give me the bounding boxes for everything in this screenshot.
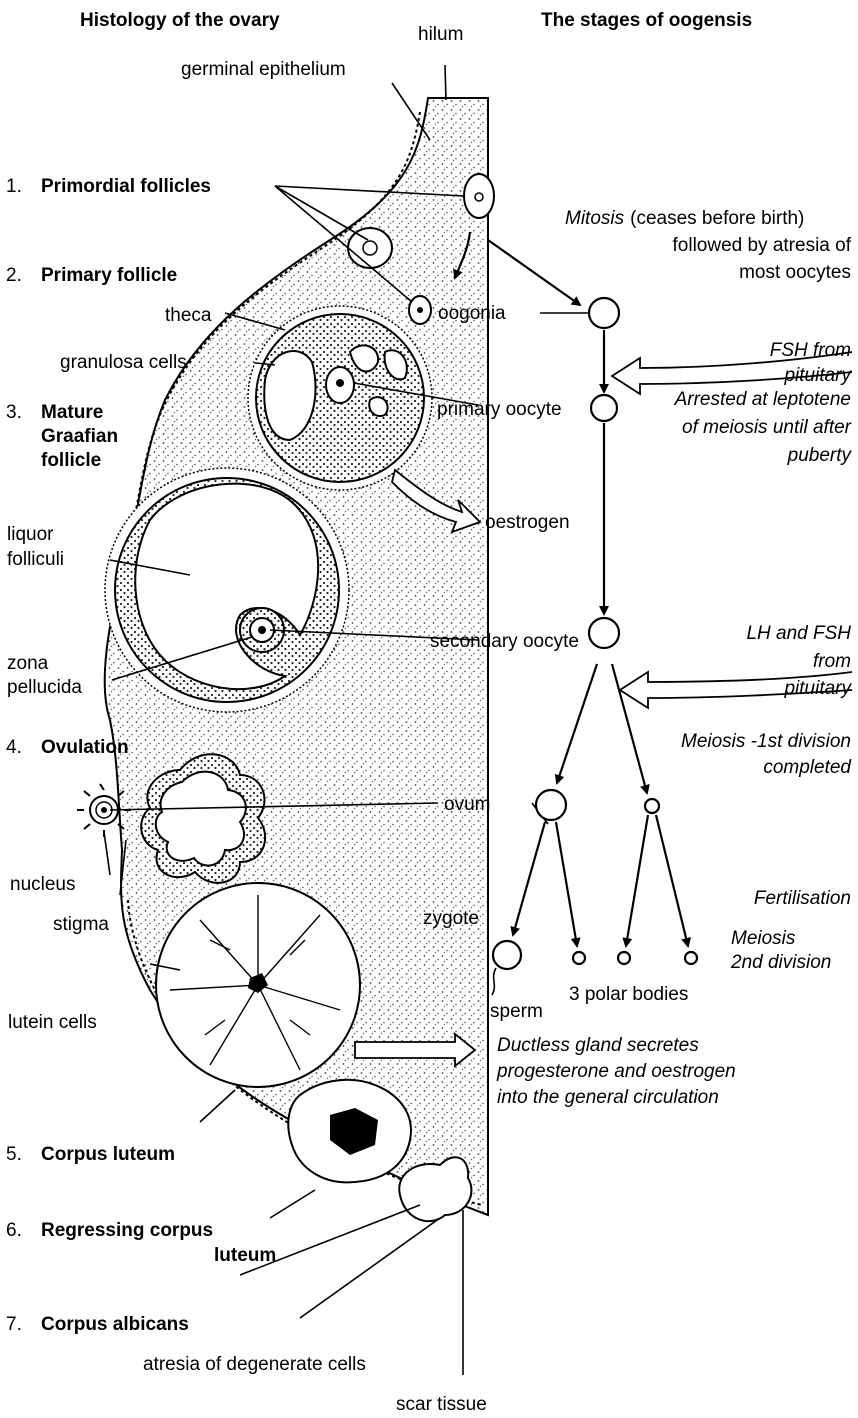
ovulation-follicle [77, 754, 265, 883]
arrested-label-3: puberty [787, 445, 853, 466]
mitosis-label-1: Mitosis(ceases before birth) [565, 208, 804, 229]
sperm-tail [492, 968, 496, 995]
corpus-albicans-label: Corpus albicans [41, 1314, 189, 1335]
fsh-label-1: FSH from [770, 340, 851, 361]
polar-body-1 [573, 952, 585, 964]
lh-fsh-label-3: pituitary [783, 678, 852, 699]
oestrogen-label: oestrogen [485, 512, 570, 533]
ductless-label-1: Ductless gland secretes [497, 1035, 699, 1056]
arrow-ovum-to-polar1 [556, 822, 577, 946]
meiosis1-label-1: Meiosis -1st division [681, 731, 851, 752]
primary-oocyte-nucleus [336, 379, 344, 387]
regressing-corpus-luteum [288, 1080, 411, 1183]
meiosis2-label-2: 2nd division [730, 952, 831, 973]
number-4: 4. [6, 737, 22, 758]
ovum-label: ovum [444, 794, 490, 815]
left-heading: Histology of the ovary [80, 10, 280, 31]
mitosis-label-2: followed by atresia of [673, 235, 852, 256]
hilum-label: hilum [418, 24, 463, 45]
lh-fsh-label-1: LH and FSH [746, 623, 851, 644]
oogonia-cell [589, 298, 619, 328]
ductless-label-3: into the general circulation [497, 1087, 719, 1108]
oogonia-label: oogonia [438, 303, 506, 324]
primary-follicle [248, 306, 432, 490]
liquor-label-1: liquor [7, 524, 54, 545]
arrested-label-2: of meiosis until after [682, 417, 852, 438]
primary-oocyte-label: primary oocyte [437, 399, 562, 420]
ovulation-label: Ovulation [41, 737, 129, 758]
arrow-polar-to-polar3 [656, 815, 688, 946]
lutein-cells-label: lutein cells [8, 1012, 97, 1033]
sperm-label: sperm [490, 1001, 543, 1022]
corpus-luteum [156, 883, 360, 1087]
number-2: 2. [6, 265, 22, 286]
ovum-stage-cell [536, 790, 566, 820]
arrow-ovum-to-zygote [513, 822, 545, 935]
corpus-luteum-label: Corpus luteum [41, 1144, 175, 1165]
zona-label-2: pellucida [7, 677, 82, 698]
arrow-mitosis [488, 240, 580, 305]
polar-bodies-label: 3 polar bodies [569, 984, 688, 1005]
number-3: 3. [6, 402, 22, 423]
nucleus-label: nucleus [10, 874, 76, 895]
polar-body-2 [618, 952, 630, 964]
lh-fsh-label-2: from [813, 651, 851, 672]
number-5: 5. [6, 1144, 22, 1165]
primordial-follicle-mid-nucleus [363, 241, 377, 255]
polar-body-3 [685, 952, 697, 964]
meiosis2-label-1: Meiosis [731, 928, 796, 949]
granulosa-label: granulosa cells [60, 352, 187, 373]
fsh-label-2: pituitary [783, 365, 852, 386]
regressing-label-2: luteum [214, 1245, 276, 1266]
regressing-label-1: Regressing corpus [41, 1220, 213, 1241]
mature-label-2: Graafian [41, 426, 118, 447]
mitosis-word: Mitosis [565, 208, 625, 229]
theca-label: theca [165, 305, 212, 326]
primordial-follicle-oogonia-nucleus [417, 307, 423, 313]
primordial-follicles-label: Primordial follicles [41, 176, 211, 197]
arrow-polar-to-polar2 [626, 815, 648, 946]
zygote-cell [493, 941, 521, 969]
first-polar-body [645, 799, 659, 813]
arrow-secondary-to-ovum [557, 664, 597, 783]
right-heading: The stages of oogensis [541, 10, 752, 31]
atresia-label: atresia of degenerate cells [143, 1354, 366, 1375]
number-1: 1. [6, 176, 22, 197]
germinal-epithelium-label: germinal epithelium [181, 59, 346, 80]
meiosis1-label-2: completed [763, 757, 852, 778]
graafian-follicle [105, 468, 349, 712]
released-ovum-nucleus [101, 807, 107, 813]
mature-label-3: follicle [41, 450, 101, 471]
primary-oocyte-stage-cell [591, 395, 617, 421]
primary-follicle-antrum-4 [369, 397, 387, 416]
number-7: 7. [6, 1314, 22, 1335]
number-6: 6. [6, 1220, 22, 1241]
zona-label-1: zona [7, 653, 49, 674]
ductless-label-2: progesterone and oestrogen [496, 1061, 736, 1082]
arrested-label-1: Arrested at leptotene [674, 389, 851, 410]
scar-tissue-label: scar tissue [396, 1394, 487, 1415]
stigma-label: stigma [53, 914, 109, 935]
zygote-label: zygote [423, 908, 479, 929]
mitosis-note: (ceases before birth) [630, 208, 804, 229]
secondary-oocyte-label: secondary oocyte [430, 631, 579, 652]
liquor-label-2: folliculi [7, 549, 64, 570]
primordial-follicle-top-nucleus [475, 193, 483, 201]
secondary-oocyte-stage-cell [589, 618, 619, 648]
mitosis-label-3: most oocytes [739, 262, 851, 283]
primary-follicle-label: Primary follicle [41, 265, 177, 286]
mature-label-1: Mature [41, 402, 103, 423]
secondary-oocyte-nucleus [258, 626, 266, 634]
fertilisation-label: Fertilisation [754, 888, 851, 909]
